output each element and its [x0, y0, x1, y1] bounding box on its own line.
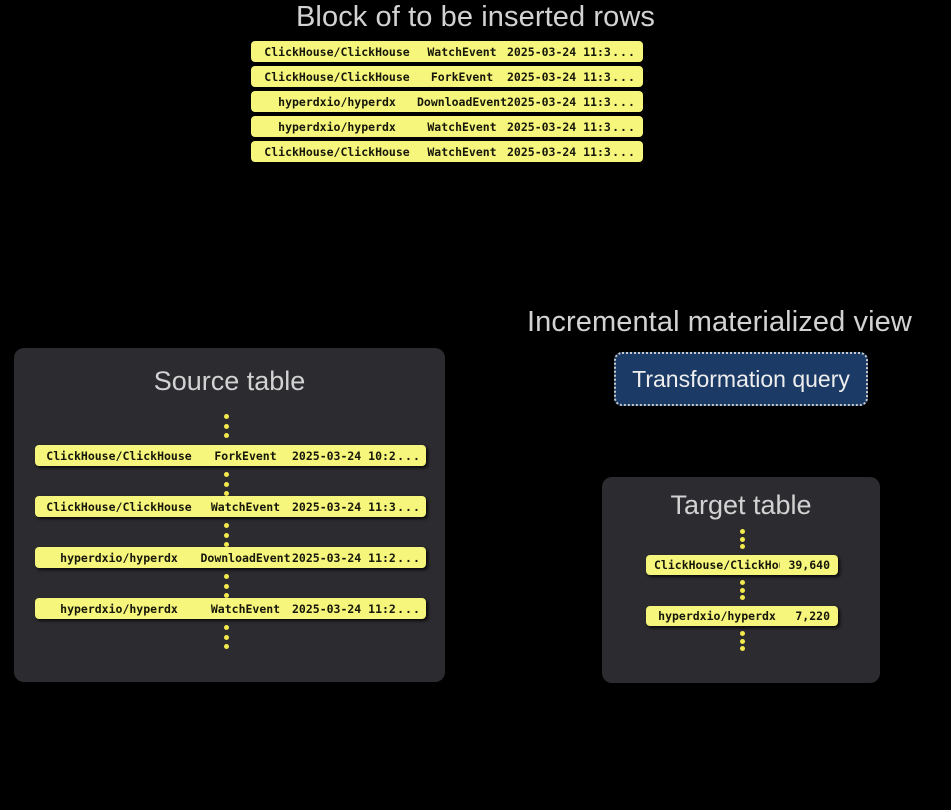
transformation-query-label: Transformation query — [632, 365, 850, 392]
source-row-ellipsis: ... — [397, 499, 421, 514]
block-row-timestamp: 2025-03-24 11:35:48 — [507, 94, 611, 109]
source-table-title: Source table — [153, 366, 306, 396]
block-row: ClickHouse/ClickHouse ForkEvent 2025-03-… — [251, 66, 643, 87]
source-row-ellipsis: ... — [397, 448, 421, 463]
block-row-event: WatchEvent — [427, 119, 497, 134]
source-table-row: hyperdxio/hyperdx WatchEvent 2025-03-24 … — [35, 598, 426, 619]
source-row-repo: ClickHouse/ClickHouse — [46, 499, 192, 514]
source-table-card: Source table ClickHouse/ClickHouse ForkE… — [14, 348, 445, 682]
source-row-event: WatchEvent — [210, 499, 281, 514]
target-row-repo: ClickHouse/ClickHouse — [654, 558, 780, 572]
block-row-ellipsis: ... — [612, 144, 636, 159]
block-row-event: ForkEvent — [430, 69, 494, 84]
block-row-timestamp: 2025-03-24 11:35:54 — [507, 144, 611, 159]
source-row-timestamp: 2025-03-24 11:32:54 — [292, 499, 396, 514]
source-table-row: ClickHouse/ClickHouse WatchEvent 2025-03… — [35, 496, 426, 517]
source-row-ellipsis: ... — [397, 601, 421, 616]
transformation-query-box[interactable]: Transformation query — [614, 352, 868, 406]
target-table-title: Target table — [670, 490, 812, 520]
vertical-ellipsis-icon — [223, 414, 229, 438]
target-row-repo: hyperdxio/hyperdx — [658, 609, 776, 623]
source-row-event: ForkEvent — [214, 448, 277, 463]
incremental-materialized-view-title: Incremental materialized view — [527, 306, 912, 338]
block-row-event: WatchEvent — [427, 44, 497, 59]
source-table-row: hyperdxio/hyperdx DownloadEvent 2025-03-… — [35, 547, 426, 568]
block-row-repo: hyperdxio/hyperdx — [278, 94, 396, 109]
block-row-ellipsis: ... — [612, 69, 636, 84]
block-row-repo: ClickHouse/ClickHouse — [264, 44, 410, 59]
source-row-event: WatchEvent — [210, 601, 281, 616]
vertical-ellipsis-icon — [223, 625, 229, 649]
vertical-ellipsis-icon — [223, 472, 229, 496]
source-row-repo: hyperdxio/hyperdx — [60, 550, 178, 565]
block-row-repo: ClickHouse/ClickHouse — [264, 144, 410, 159]
block-of-rows-title: Block of to be inserted rows — [295, 1, 656, 33]
source-row-timestamp: 2025-03-24 11:28:32 — [292, 601, 396, 616]
block-row-ellipsis: ... — [612, 119, 636, 134]
source-row-event: DownloadEvent — [200, 550, 291, 565]
source-row-ellipsis: ... — [397, 550, 421, 565]
block-row-timestamp: 2025-03-24 11:35:40 — [507, 44, 611, 59]
block-row-ellipsis: ... — [612, 94, 636, 109]
block-row-timestamp: 2025-03-24 11:35:52 — [507, 119, 611, 134]
vertical-ellipsis-icon — [739, 631, 745, 651]
target-row-count: 39,640 — [788, 558, 830, 572]
block-row: ClickHouse/ClickHouse WatchEvent 2025-03… — [251, 41, 643, 62]
block-row-repo: hyperdxio/hyperdx — [278, 119, 396, 134]
source-row-repo: hyperdxio/hyperdx — [60, 601, 178, 616]
source-row-repo: ClickHouse/ClickHouse — [46, 448, 192, 463]
source-row-timestamp: 2025-03-24 11:20:12 — [292, 550, 396, 565]
block-row-repo: ClickHouse/ClickHouse — [264, 69, 410, 84]
target-table-row: hyperdxio/hyperdx 7,220 — [646, 606, 838, 626]
block-row: hyperdxio/hyperdx WatchEvent 2025-03-24 … — [251, 116, 643, 137]
target-table-row: ClickHouse/ClickHouse 39,640 — [646, 555, 838, 575]
block-row-event: WatchEvent — [427, 144, 497, 159]
block-row-event: DownloadEvent — [417, 94, 507, 109]
vertical-ellipsis-icon — [739, 580, 745, 600]
vertical-ellipsis-icon — [223, 574, 229, 598]
target-row-count: 7,220 — [795, 609, 830, 623]
vertical-ellipsis-icon — [739, 529, 745, 549]
block-row-ellipsis: ... — [612, 44, 636, 59]
vertical-ellipsis-icon — [223, 523, 229, 547]
source-table-row: ClickHouse/ClickHouse ForkEvent 2025-03-… — [35, 445, 426, 466]
block-row-timestamp: 2025-03-24 11:35:44 — [507, 69, 611, 84]
block-row: hyperdxio/hyperdx DownloadEvent 2025-03-… — [251, 91, 643, 112]
block-row: ClickHouse/ClickHouse WatchEvent 2025-03… — [251, 141, 643, 162]
target-table-card: Target table ClickHouse/ClickHouse 39,64… — [602, 477, 880, 683]
source-row-timestamp: 2025-03-24 10:25:00 — [292, 448, 396, 463]
